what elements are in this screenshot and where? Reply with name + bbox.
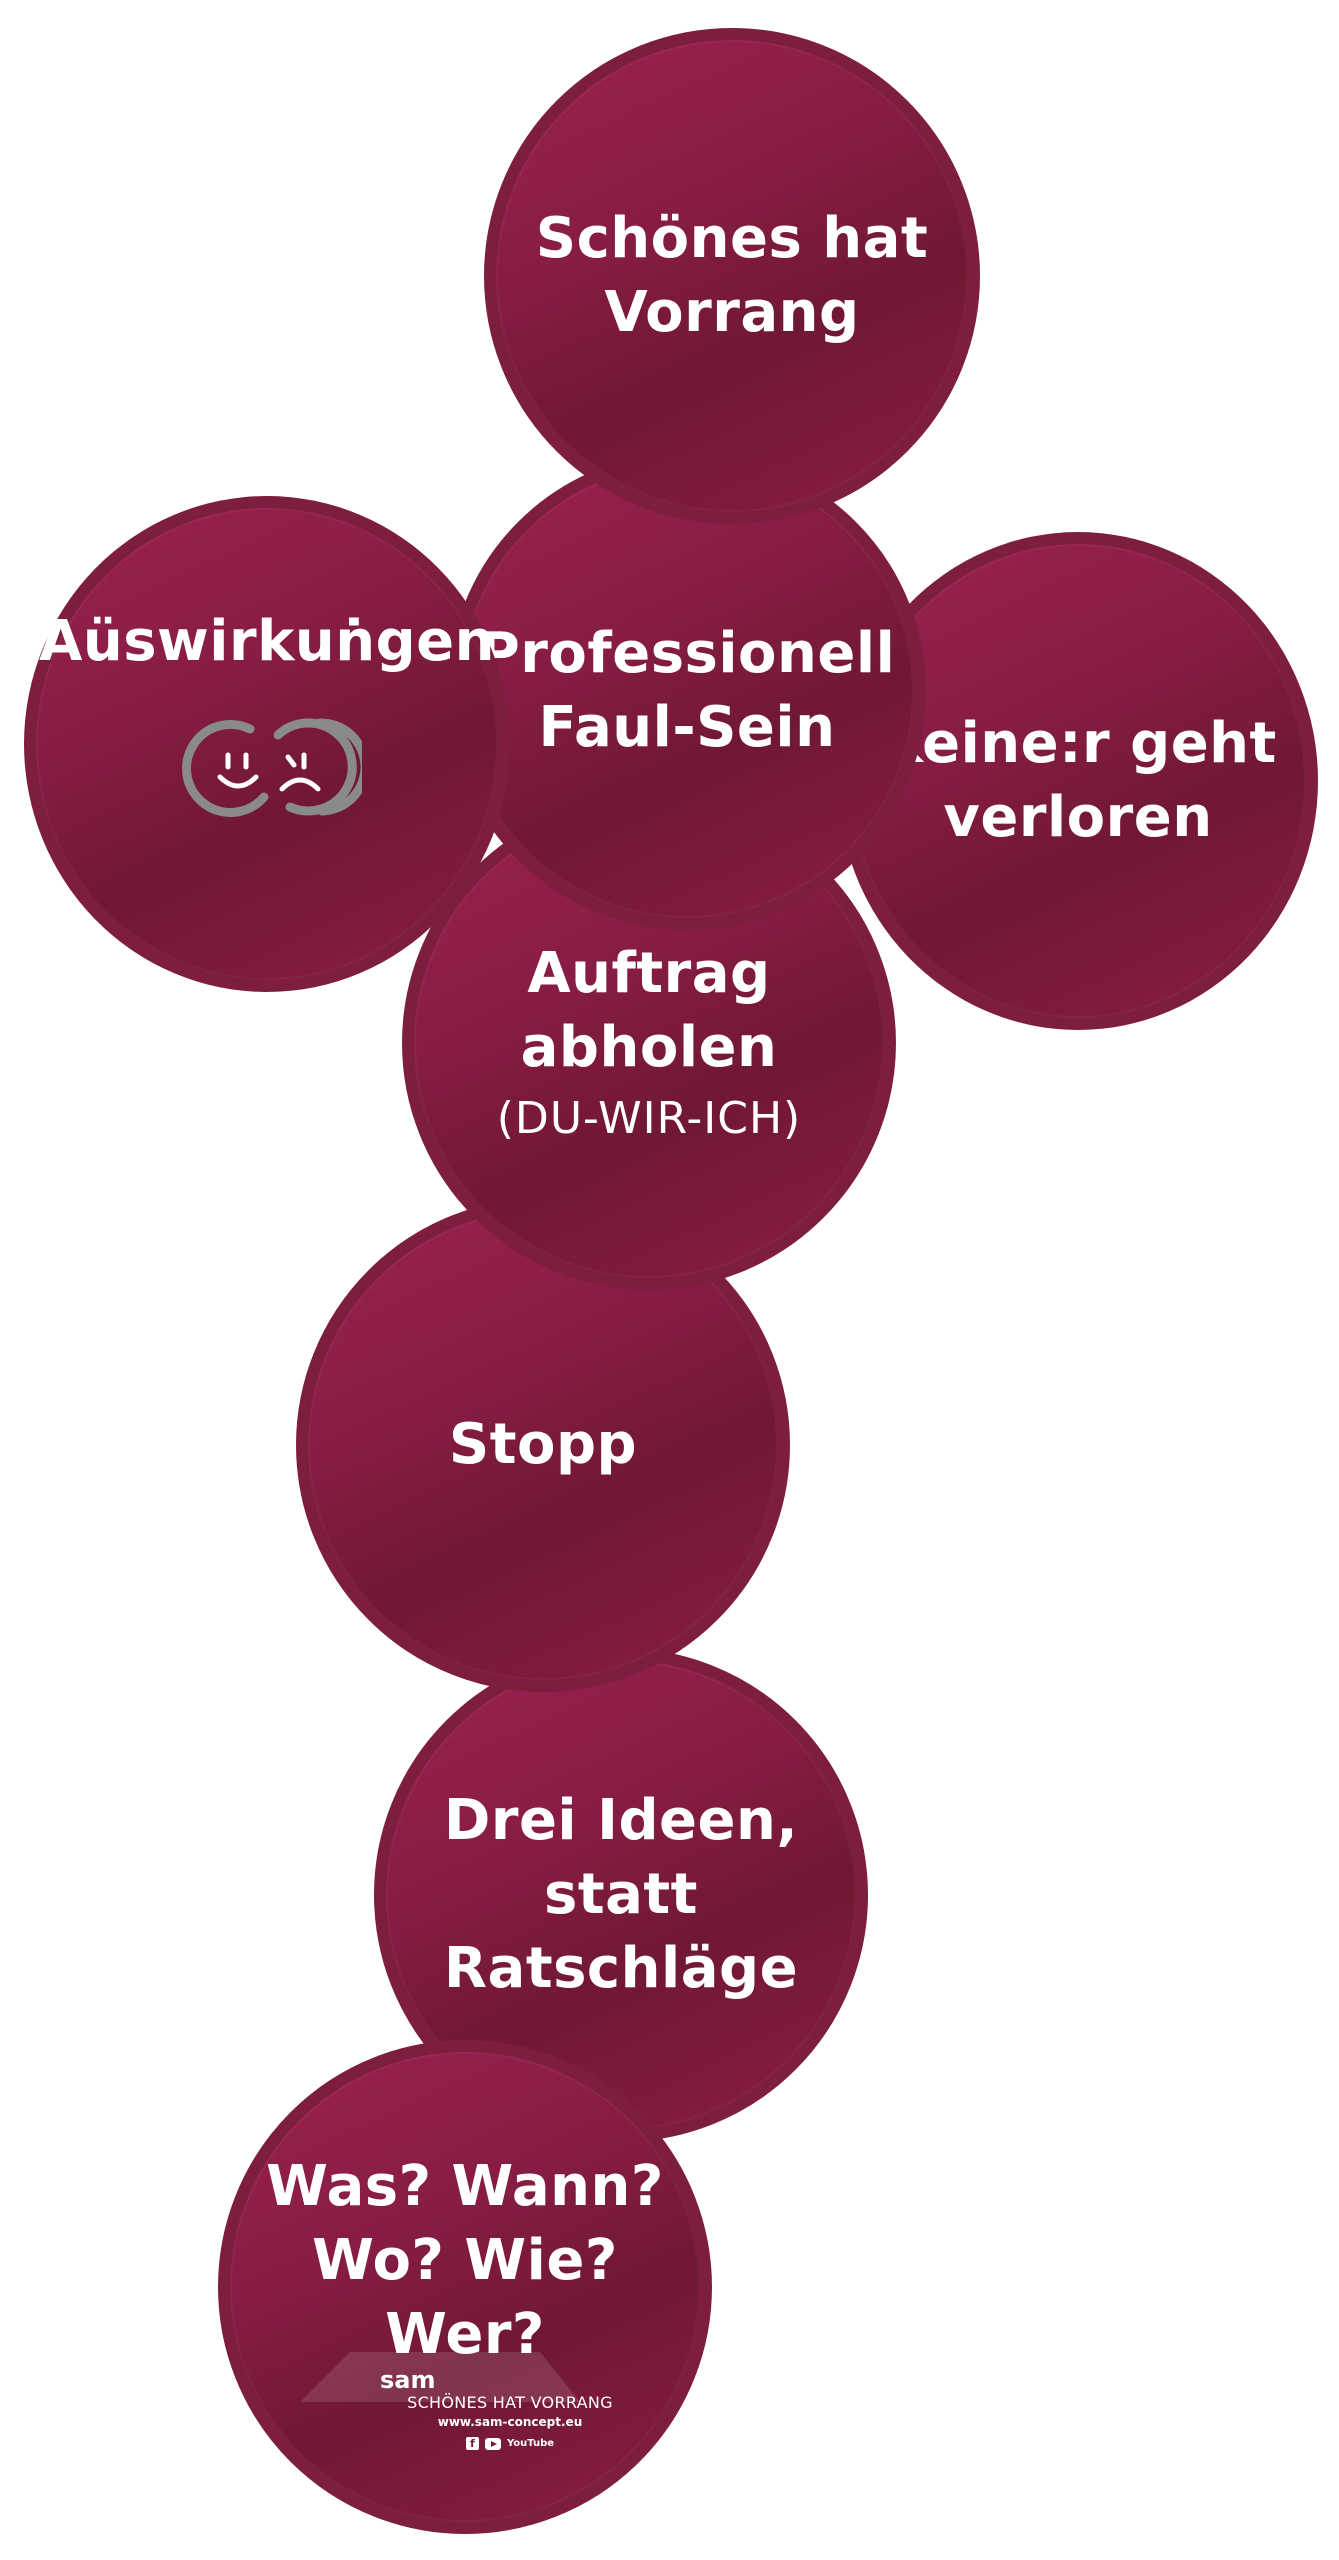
bubble-auswirkungen: Aüswirkuṅgen — [24, 496, 510, 992]
footer-branding: sam SCHÖNES HAT VORRANG www.sam-concept.… — [230, 2367, 700, 2450]
website-link[interactable]: www.sam-concept.eu — [437, 2415, 583, 2429]
bubble-label: Auftrag abholen — [520, 941, 778, 1080]
bubble-label: Aüswirkuṅgen — [39, 608, 495, 674]
bubble-sublabel: (DU-WIR-ICH) — [496, 1093, 802, 1144]
bubble-label: Stopp — [448, 1412, 638, 1477]
bubble-schones-hat-vorrang: Schönes hat Vorrang — [484, 28, 980, 524]
bubble-was-wann-wo: Was? Wann? Wo? Wie? Wer? sam SCHÖNES HAT… — [218, 2040, 712, 2534]
decorative-shape — [300, 2352, 580, 2402]
brand-logo-text: sam — [380, 2366, 436, 2394]
bubble-professionell-faul-sein: Professionell Faul-Sein — [448, 452, 926, 930]
brand-slogan: SCHÖNES HAT VORRANG — [407, 2393, 613, 2412]
bubble-label: Was? Wann? Wo? Wie? Wer? — [266, 2154, 664, 2367]
youtube-icon[interactable] — [484, 2437, 501, 2450]
bubble-label: Drei Ideen, statt Ratschläge — [443, 1788, 799, 2001]
bubble-label: Professionell Faul-Sein — [478, 621, 896, 760]
facebook-icon[interactable]: f — [465, 2437, 479, 2450]
social-links: f YouTube — [465, 2437, 555, 2450]
youtube-label[interactable]: YouTube — [506, 2438, 555, 2449]
bubble-label: Keine:r geht verloren — [879, 711, 1277, 850]
happy-sad-faces-icon — [172, 713, 370, 828]
bubble-label: Schönes hat Vorrang — [535, 206, 929, 345]
